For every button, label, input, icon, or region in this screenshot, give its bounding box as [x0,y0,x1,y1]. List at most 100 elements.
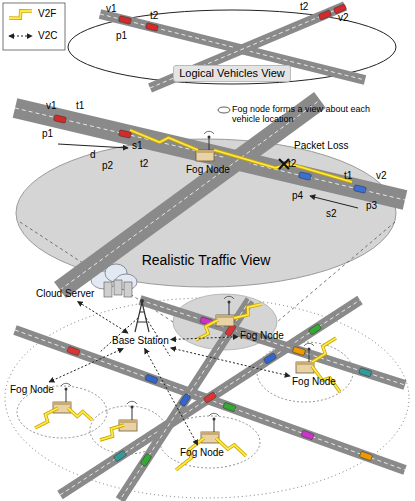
annotation-label: t2 [300,1,308,13]
lane-marking [60,300,360,495]
node-label: Fog Node [186,164,230,176]
base-station-tower [135,302,149,332]
fog-node-icon [296,362,314,365]
fog-node-icon [119,420,137,423]
annotation-label: p1 [116,30,127,42]
fog-node-icon [201,432,219,435]
antenna [308,348,311,351]
vehicle [301,430,314,440]
v2f-link [9,11,32,18]
lane-marking [120,300,250,500]
node-label: Fog Node [180,447,224,459]
fog-node-icon [53,402,71,413]
lane-marking [140,300,405,385]
fog-node-icon [296,362,314,373]
road [60,300,360,495]
plane-outline [68,10,396,84]
vehicle [145,23,158,32]
annotation-label: v2 [338,12,349,24]
v2f-link [35,408,58,428]
vehicle [145,374,158,384]
base-station: Base Station [112,335,169,347]
vehicle [308,323,321,335]
node-label: Fog Node [10,384,54,396]
v2f-link [196,320,218,340]
fog-node: Fog Node [240,330,284,342]
view-icon [218,107,230,113]
vehicle [359,368,372,377]
fog-coverage [160,416,260,468]
v2f-link [35,408,58,428]
v2c-link [9,36,32,37]
annotation-label: Packet Loss [294,140,348,152]
v2c-connector [49,349,123,383]
fog-node-icon [119,420,137,431]
view-plane: Realistic Traffic View Fog Node [15,138,397,288]
fog-coverage [173,294,277,350]
annotation-label: d [90,149,96,161]
view-title: Realistic Traffic View [142,252,271,268]
vehicle [263,353,276,365]
vehicle [118,130,131,139]
base-station-tower [140,299,144,303]
road [15,330,405,470]
v2f-link [312,338,336,362]
antenna [66,389,67,402]
fog-node-icon [216,315,234,318]
v2f-link [312,338,336,362]
annotation-label: t2 [140,158,148,170]
radio-wave [204,131,214,134]
radio-wave [127,401,137,404]
server-icon [114,280,122,295]
fog-node: Fog Node [186,164,230,176]
v2c-connector [171,348,290,376]
plane-outline [16,139,396,287]
annotation-label: t2 [150,10,158,22]
annotation-label: s1 [132,140,143,152]
vehicle [179,393,191,406]
annotation-label: v2 [376,170,387,182]
annotation-label: p2 [102,160,113,172]
legend-label: V2F [38,8,56,20]
annotation-label: p4 [292,190,303,202]
v2f-link [68,408,92,420]
v2c-connector [171,337,238,340]
radio-wave [304,343,314,346]
antenna [228,301,231,304]
vehicle [200,317,213,326]
v2f-link [9,11,32,18]
node-label: Cloud Server [36,288,94,300]
antenna [208,136,211,139]
vehicle [225,323,237,336]
fog-node-icon [201,432,219,443]
road [150,6,345,88]
vehicle [203,392,216,404]
antenna [132,407,133,420]
radio-wave [209,413,219,416]
legend-box [3,3,65,50]
v2f-link [234,304,262,318]
v2f-link [100,425,124,440]
lane-marking [150,6,345,88]
lane-marking [15,330,405,470]
v2c-connector [78,302,128,334]
v2f-link [234,304,262,318]
vehicle [67,346,80,356]
fog-node-icon [216,315,234,326]
fog-coverage [90,406,166,454]
annotation-note: Fog node forms a view about each vehicle… [232,104,392,125]
annotation-label: s2 [326,208,337,220]
radio-wave [61,383,71,386]
antenna [229,302,230,315]
radio-wave [224,296,234,299]
vehicle [113,450,126,462]
v2c-connector [145,349,198,446]
antenna [309,349,310,362]
vehicle [140,453,152,466]
vehicle [359,451,372,461]
antenna [65,388,68,391]
road [140,300,405,385]
vehicle [318,10,331,20]
antenna [214,419,215,432]
fog-node-icon [53,402,71,405]
